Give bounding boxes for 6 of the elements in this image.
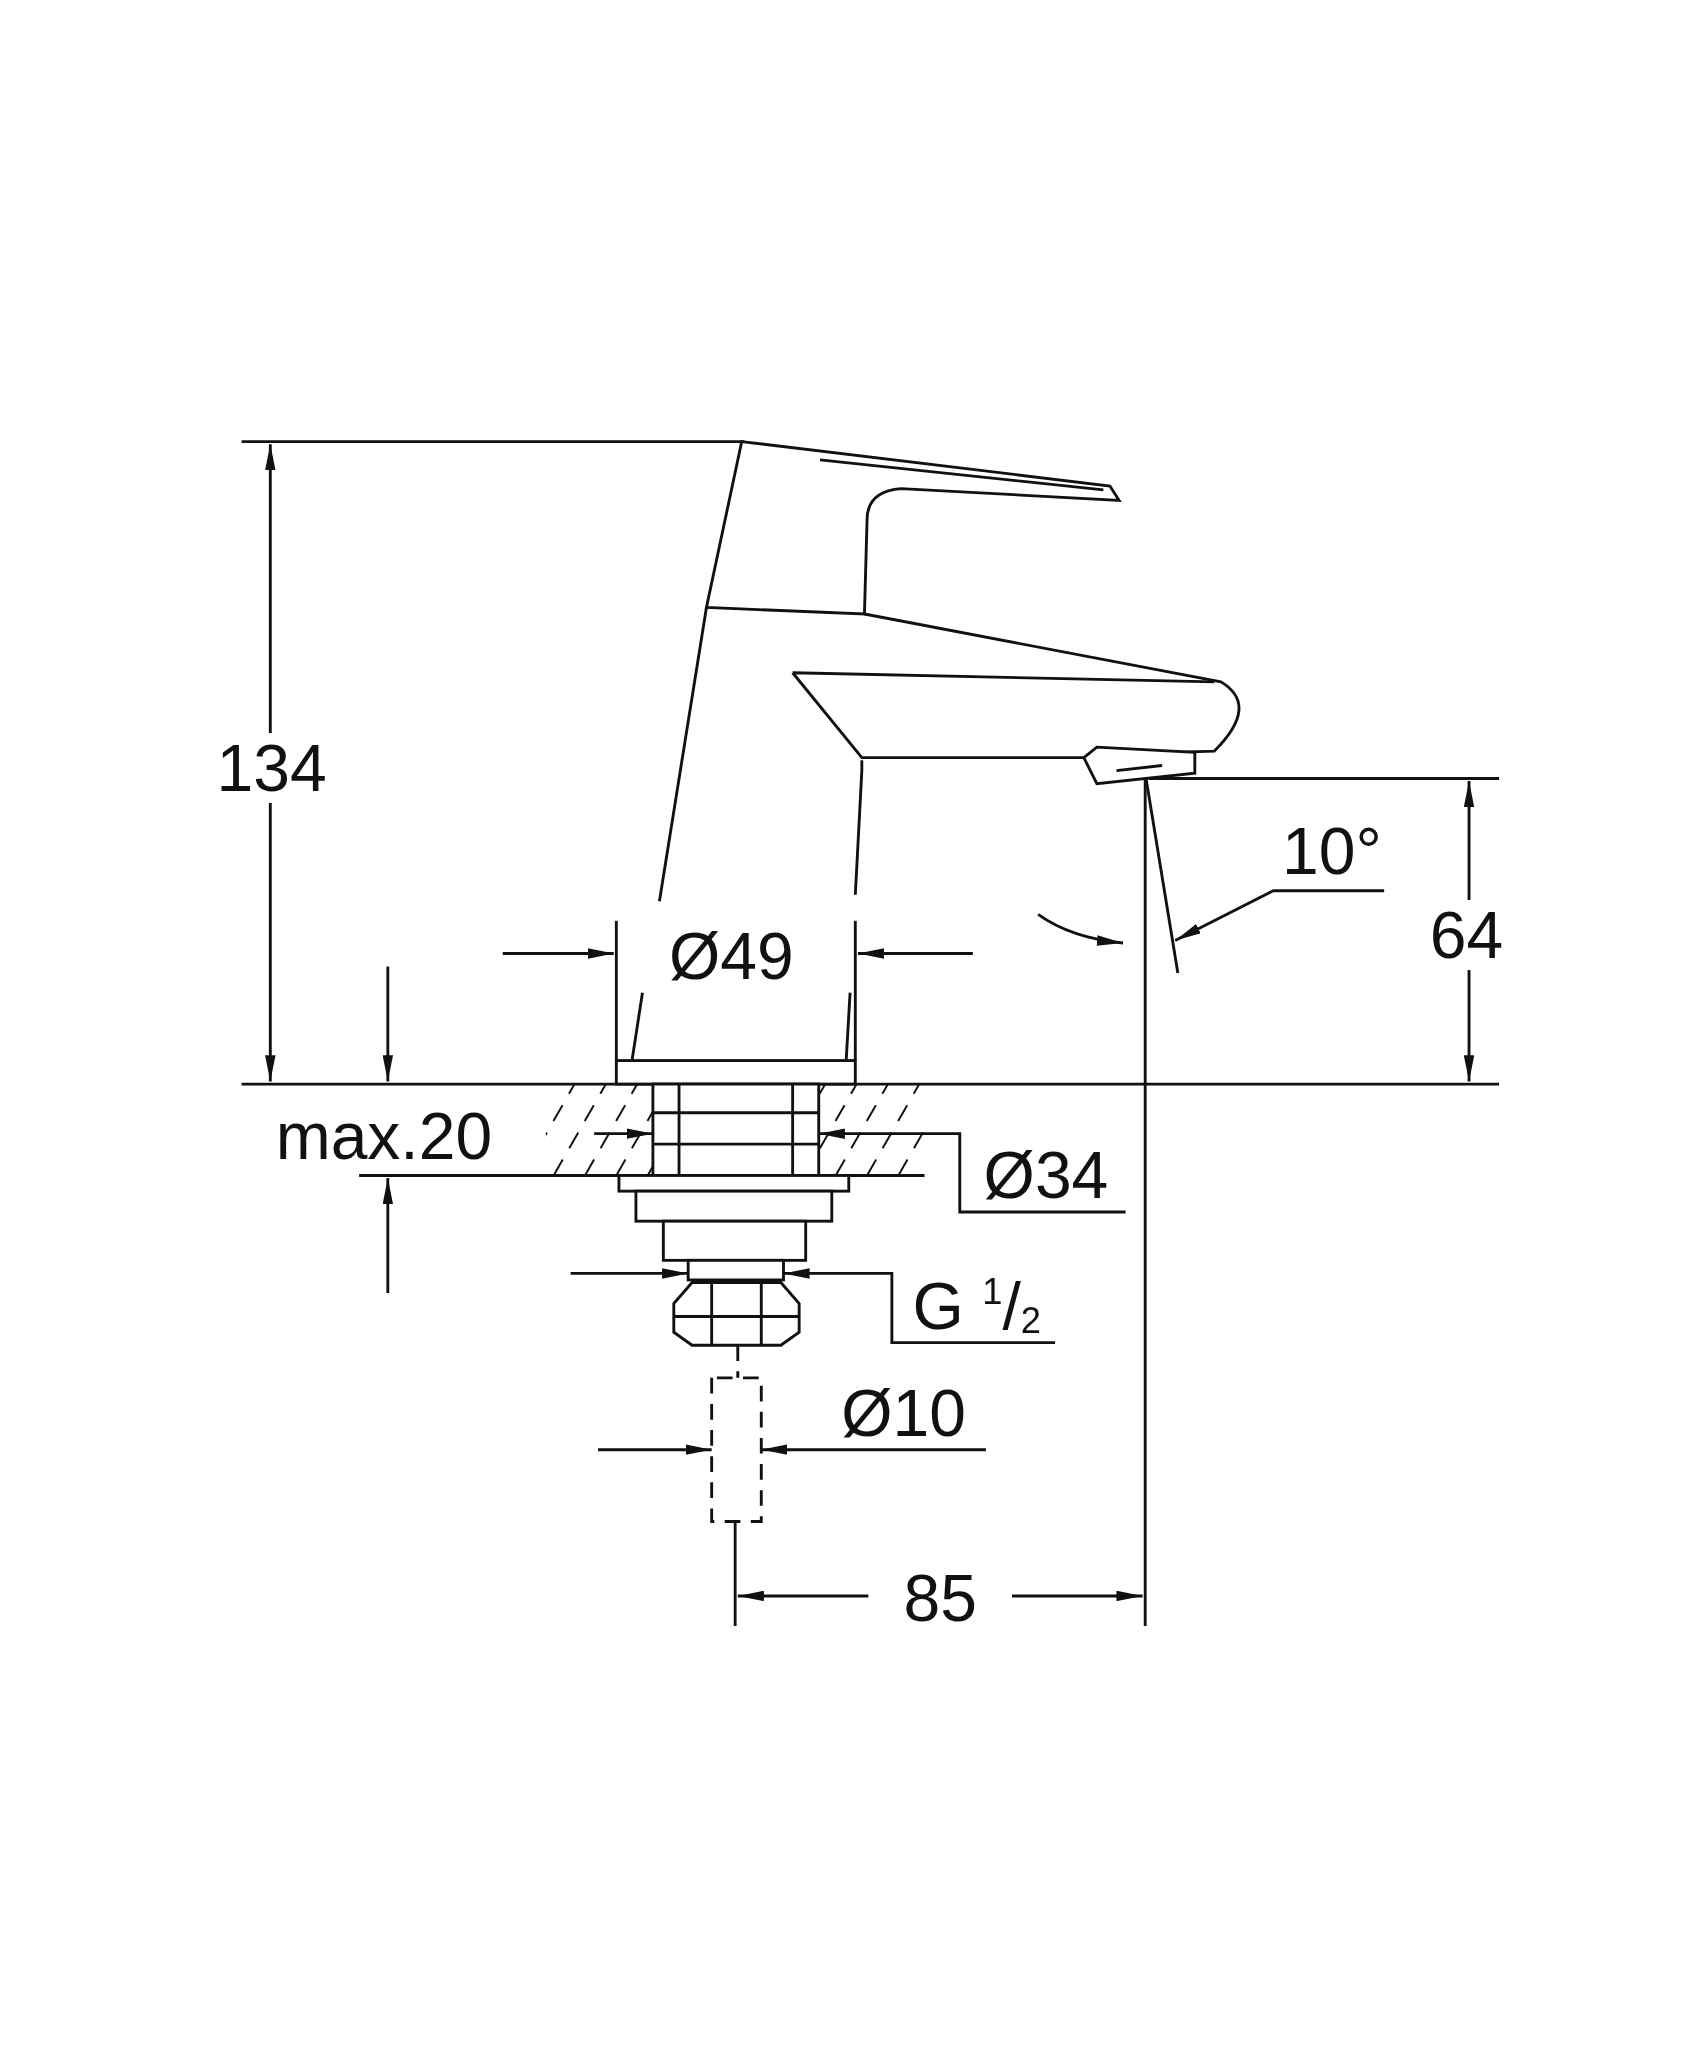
dimension-label: Ø10 bbox=[840, 1377, 967, 1448]
dimension-label: 10° bbox=[1281, 816, 1383, 887]
dimension-label: Ø34 bbox=[982, 1140, 1110, 1211]
dimension-label: max.20 bbox=[274, 1101, 494, 1172]
dimension-label: Ø49 bbox=[667, 920, 795, 991]
dimension-label: G $^{1}$/$_{2}$ bbox=[911, 1270, 1042, 1341]
